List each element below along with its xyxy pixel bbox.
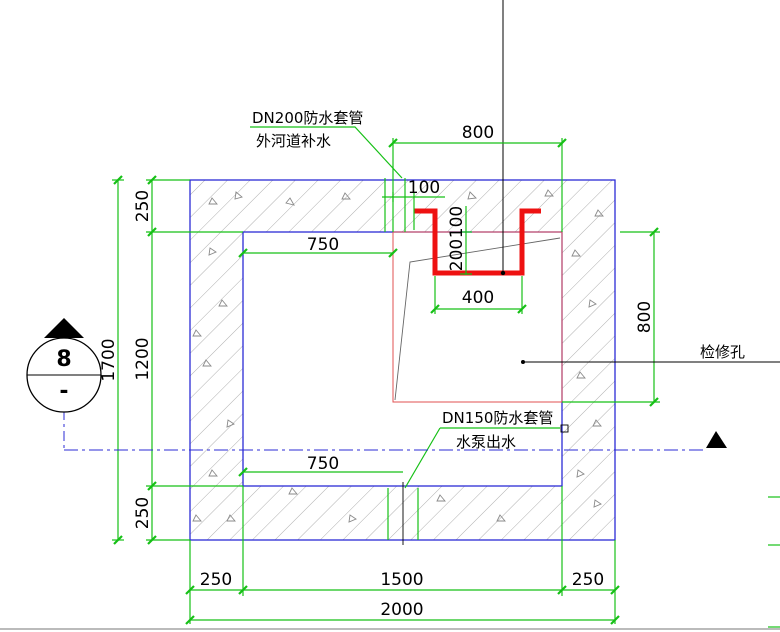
note-dn150-title: DN150防水套管: [442, 409, 553, 427]
access-hole: [392, 231, 563, 403]
access-hole-dot: [521, 360, 525, 364]
grip-marker: [560, 424, 569, 433]
dn200-pipe: [414, 208, 541, 276]
dim-left-250-bottom: 250: [133, 497, 153, 529]
section-marker: 8 -: [26, 318, 102, 413]
note-dn200-title: DN200防水套管: [252, 109, 363, 127]
aggregate-marks: [192, 189, 604, 523]
dim-100-vertical: 100: [447, 206, 467, 238]
section-marker-arrow: [44, 318, 84, 338]
dim-200: 200: [447, 239, 467, 271]
pipe-node: [500, 270, 506, 276]
dim-bottom-250-right: 250: [572, 570, 604, 590]
dim-inner-top-750: 750: [307, 235, 339, 255]
dim-100: 100: [408, 178, 440, 198]
dim-left-1700: 1700: [99, 338, 119, 381]
dim-bottom-250-left: 250: [200, 570, 232, 590]
dim-top-800: 800: [462, 123, 494, 143]
dim-inner-bottom-750: 750: [307, 454, 339, 474]
dim-right-800: 800: [635, 301, 655, 333]
dim-left-250-top: 250: [133, 190, 153, 222]
dim-bottom-2000: 2000: [380, 600, 423, 620]
dimension-lines: [112, 126, 780, 628]
dim-left-1200: 1200: [133, 337, 153, 380]
outer-wall-outline: [189, 179, 616, 541]
dim-bottom-1500: 1500: [380, 570, 423, 590]
note-dn200-sub: 外河道补水: [256, 132, 331, 150]
note-dn150-sub: 水泵出水: [456, 433, 516, 451]
section-marker-number: 8: [56, 347, 71, 372]
concrete-wall: [189, 179, 616, 541]
section-arrow-right: [706, 431, 727, 448]
dim-400: 400: [462, 288, 494, 308]
section-marker-sheet: -: [59, 379, 68, 404]
note-access-hole: 检修孔: [700, 343, 745, 361]
